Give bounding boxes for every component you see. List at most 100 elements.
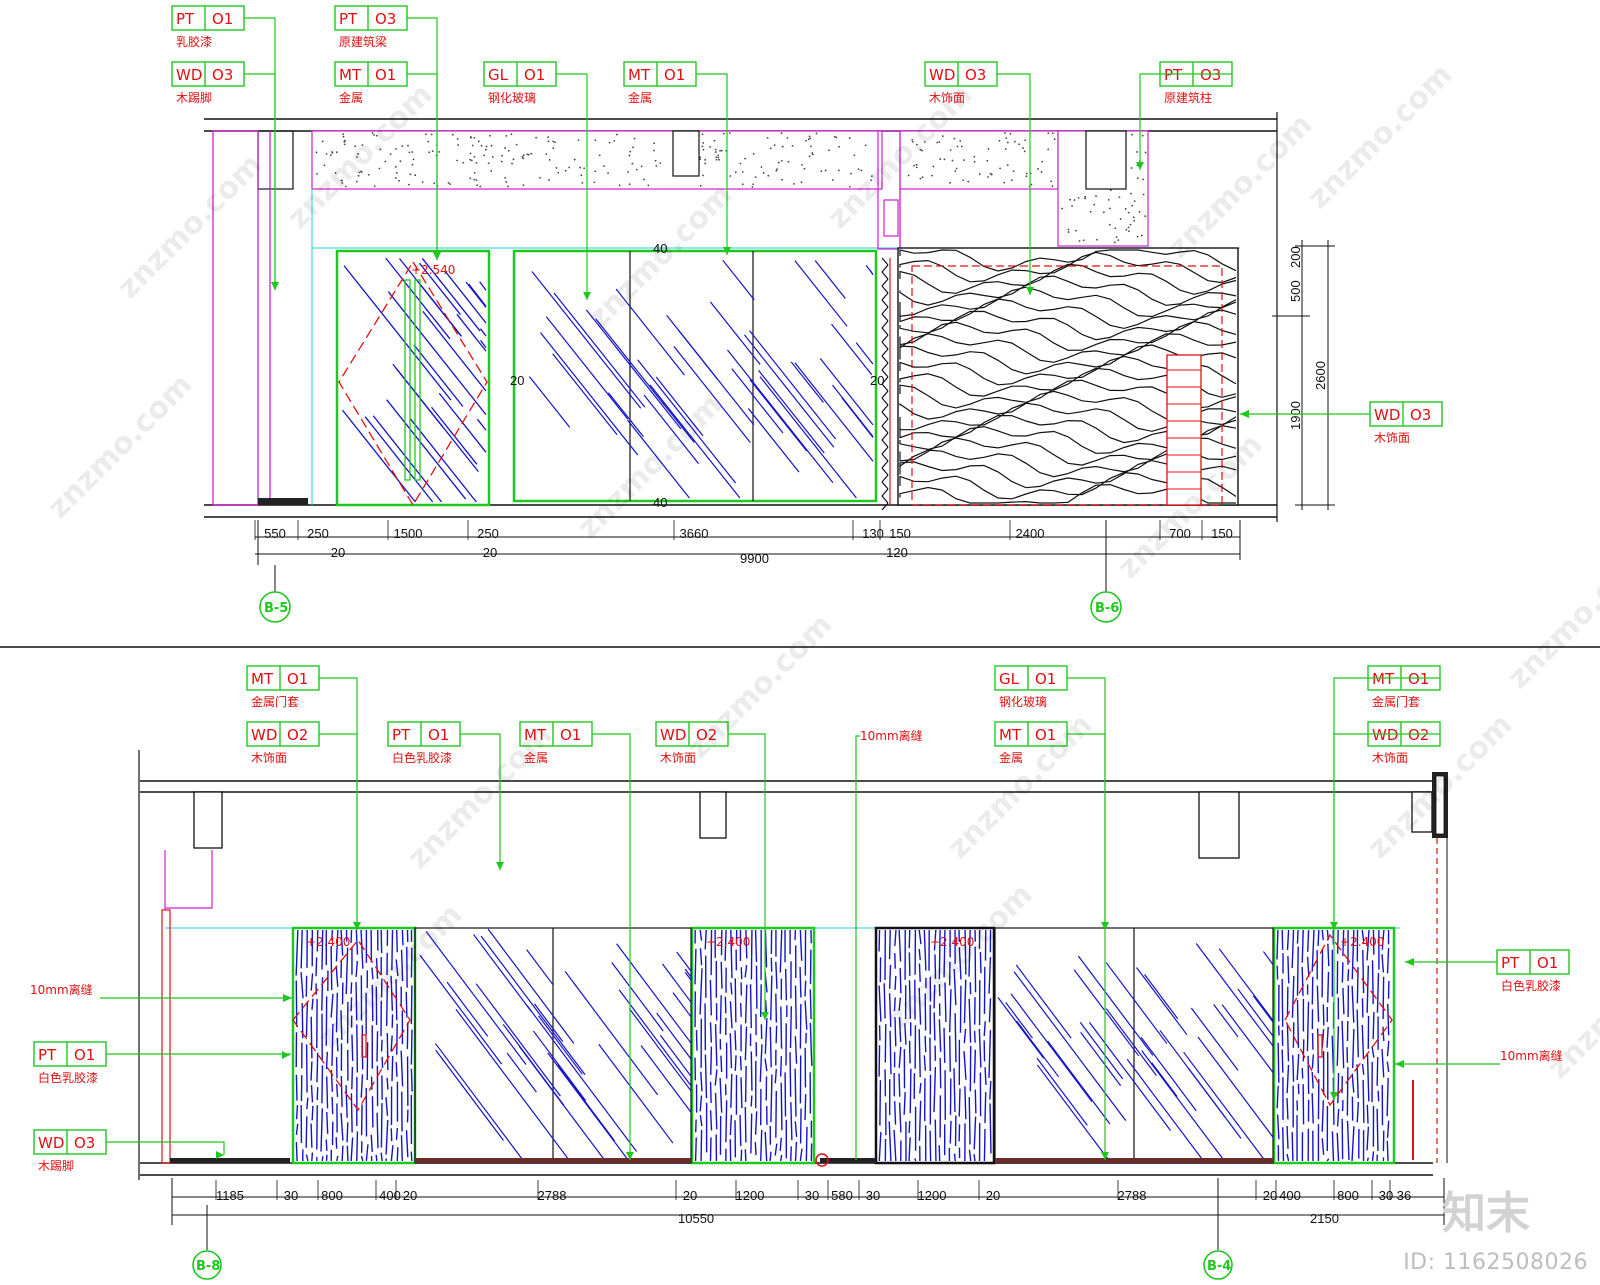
brand-logo: 知末 bbox=[1442, 1188, 1530, 1239]
tag-code: PT bbox=[1164, 66, 1183, 84]
tag-label: 原建筑柱 bbox=[1164, 90, 1212, 105]
tag-code: WD bbox=[660, 726, 686, 744]
tag-code: PT bbox=[1501, 954, 1520, 972]
tag-number: O1 bbox=[1035, 726, 1056, 744]
tag-code: MT bbox=[999, 726, 1022, 744]
tag-number: O3 bbox=[212, 66, 233, 84]
bottom-dim: 36 bbox=[1397, 1188, 1411, 1203]
top-dim: 2400 bbox=[1016, 526, 1045, 541]
tag-number: O2 bbox=[287, 726, 308, 744]
tag-code: MT bbox=[339, 66, 362, 84]
tag-code: PT bbox=[392, 726, 411, 744]
level-mark: +2.400 bbox=[930, 935, 974, 949]
tag-label: 金属门套 bbox=[251, 694, 299, 709]
small-mark: 20 bbox=[870, 373, 884, 388]
tag-code: WD bbox=[251, 726, 277, 744]
bottom-dim: 1200 bbox=[918, 1188, 947, 1203]
vdim-200: 200 bbox=[1288, 246, 1303, 268]
tag-number: O3 bbox=[1410, 406, 1431, 424]
tag-number: O3 bbox=[965, 66, 986, 84]
tag-number: O1 bbox=[664, 66, 685, 84]
note-10mm-gap: 10mm离缝 bbox=[30, 982, 93, 997]
tag-code: GL bbox=[488, 66, 509, 84]
tag-number: O1 bbox=[1537, 954, 1558, 972]
tag-label: 金属 bbox=[999, 750, 1023, 765]
total-9900: 9900 bbox=[740, 551, 769, 566]
glass-panels-bottom bbox=[414, 927, 1274, 1164]
tag-label: 木饰面 bbox=[660, 751, 696, 765]
tag-code: GL bbox=[999, 670, 1020, 688]
grid-b6: B-6 bbox=[1095, 601, 1119, 616]
tag-label: 木饰面 bbox=[929, 91, 965, 105]
top-dim-2: 120 bbox=[886, 545, 908, 560]
top-dim-2: 20 bbox=[331, 545, 345, 560]
tag-label: 原建筑梁 bbox=[339, 34, 387, 49]
footer-id: ID: 1162508026 bbox=[1403, 1250, 1588, 1275]
tag-code: MT bbox=[628, 66, 651, 84]
tag-code: MT bbox=[524, 726, 547, 744]
tag-number: O1 bbox=[1035, 670, 1056, 688]
note-10mm-gap: 10mm离缝 bbox=[860, 728, 923, 743]
total-10550: 10550 bbox=[678, 1211, 714, 1226]
tag-label: 白色乳胶漆 bbox=[1501, 978, 1561, 993]
bottom-dim: 20 bbox=[986, 1188, 1000, 1203]
bottom-tag-pt-9: PT O1 白色乳胶漆 bbox=[1405, 949, 1570, 993]
bottom-tag-mt-6: MT O1 金属 bbox=[994, 721, 1109, 1160]
top-dim: 150 bbox=[1211, 526, 1233, 541]
tag-number: O1 bbox=[560, 726, 581, 744]
bottom-dim: 400 bbox=[379, 1188, 401, 1203]
tag-label: 木踢脚 bbox=[176, 90, 212, 105]
tag-code: WD bbox=[1372, 726, 1398, 744]
top-dim: 700 bbox=[1169, 526, 1191, 541]
bottom-dim: 20 bbox=[1263, 1188, 1277, 1203]
bottom-dim: 400 bbox=[1279, 1188, 1301, 1203]
bottom-dim: 30 bbox=[284, 1188, 298, 1203]
grid-b4: B-4 bbox=[1207, 1259, 1231, 1274]
small-mark: 40 bbox=[653, 241, 667, 256]
bottom-dim: 30 bbox=[1379, 1188, 1393, 1203]
top-dim: 250 bbox=[477, 526, 499, 541]
tag-number: O3 bbox=[74, 1134, 95, 1152]
bottom-dim: 20 bbox=[403, 1188, 417, 1203]
tag-code: WD bbox=[1374, 406, 1400, 424]
tag-number: O1 bbox=[212, 10, 233, 28]
vdim-1900: 1900 bbox=[1288, 401, 1303, 430]
bottom-dim: 800 bbox=[1337, 1188, 1359, 1203]
tag-code: PT bbox=[38, 1046, 57, 1064]
total-2150: 2150 bbox=[1310, 1211, 1339, 1226]
tag-number: O1 bbox=[524, 66, 545, 84]
tag-label: 木饰面 bbox=[251, 751, 287, 765]
bottom-dim: 800 bbox=[321, 1188, 343, 1203]
top-dim: 150 bbox=[889, 526, 911, 541]
top-dim-2: 20 bbox=[483, 545, 497, 560]
tag-number: O2 bbox=[1408, 726, 1429, 744]
small-mark: 20 bbox=[510, 373, 524, 388]
bottom-dim: 1200 bbox=[736, 1188, 765, 1203]
bottom-dim: 30 bbox=[866, 1188, 880, 1203]
grid-b8: B-8 bbox=[196, 1259, 220, 1274]
level-mark: +2.400 bbox=[706, 935, 750, 949]
level-mark: +2.400 bbox=[1340, 935, 1384, 949]
tag-code: PT bbox=[339, 10, 358, 28]
bottom-dim: 20 bbox=[683, 1188, 697, 1203]
tag-label: 金属 bbox=[524, 750, 548, 765]
tag-label: 金属 bbox=[339, 90, 363, 105]
tag-number: O1 bbox=[1408, 670, 1429, 688]
tag-code: PT bbox=[176, 10, 195, 28]
tag-number: O1 bbox=[375, 66, 396, 84]
tag-number: O1 bbox=[287, 670, 308, 688]
